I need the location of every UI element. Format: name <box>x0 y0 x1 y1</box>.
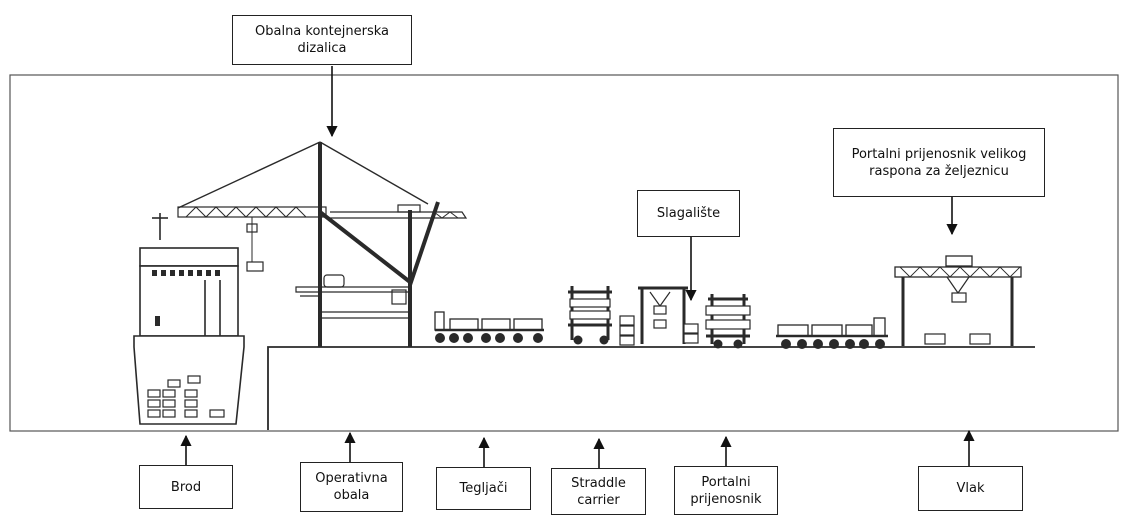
label-straddle-carrier: Straddle carrier <box>551 468 646 515</box>
quay-ground <box>267 346 1035 430</box>
label-train: Vlak <box>918 466 1023 511</box>
label-ship: Brod <box>139 465 233 509</box>
label-operational-quay: Operativna obala <box>300 462 403 512</box>
gantry-carrier <box>705 294 751 349</box>
label-ship-to-shore-crane: Obalna kontejnerska dizalica <box>232 15 412 65</box>
label-rail-mounted-gantry: Portalni prijenosnik velikog raspona za … <box>833 128 1045 197</box>
straddle-carrier <box>568 286 612 345</box>
stacking-yard <box>619 286 699 346</box>
rail-mounted-gantry <box>894 255 1022 346</box>
label-tugs: Tegljači <box>436 467 531 510</box>
diagram-frame <box>9 74 1119 432</box>
label-gantry-carrier: Portalni prijenosnik <box>674 466 778 515</box>
tug-vehicles <box>434 311 544 343</box>
ship-to-shore-crane <box>177 141 468 347</box>
ship <box>133 213 245 425</box>
callout-arrows <box>180 66 975 468</box>
train <box>776 317 888 349</box>
label-stacking-yard: Slagalište <box>637 190 740 237</box>
